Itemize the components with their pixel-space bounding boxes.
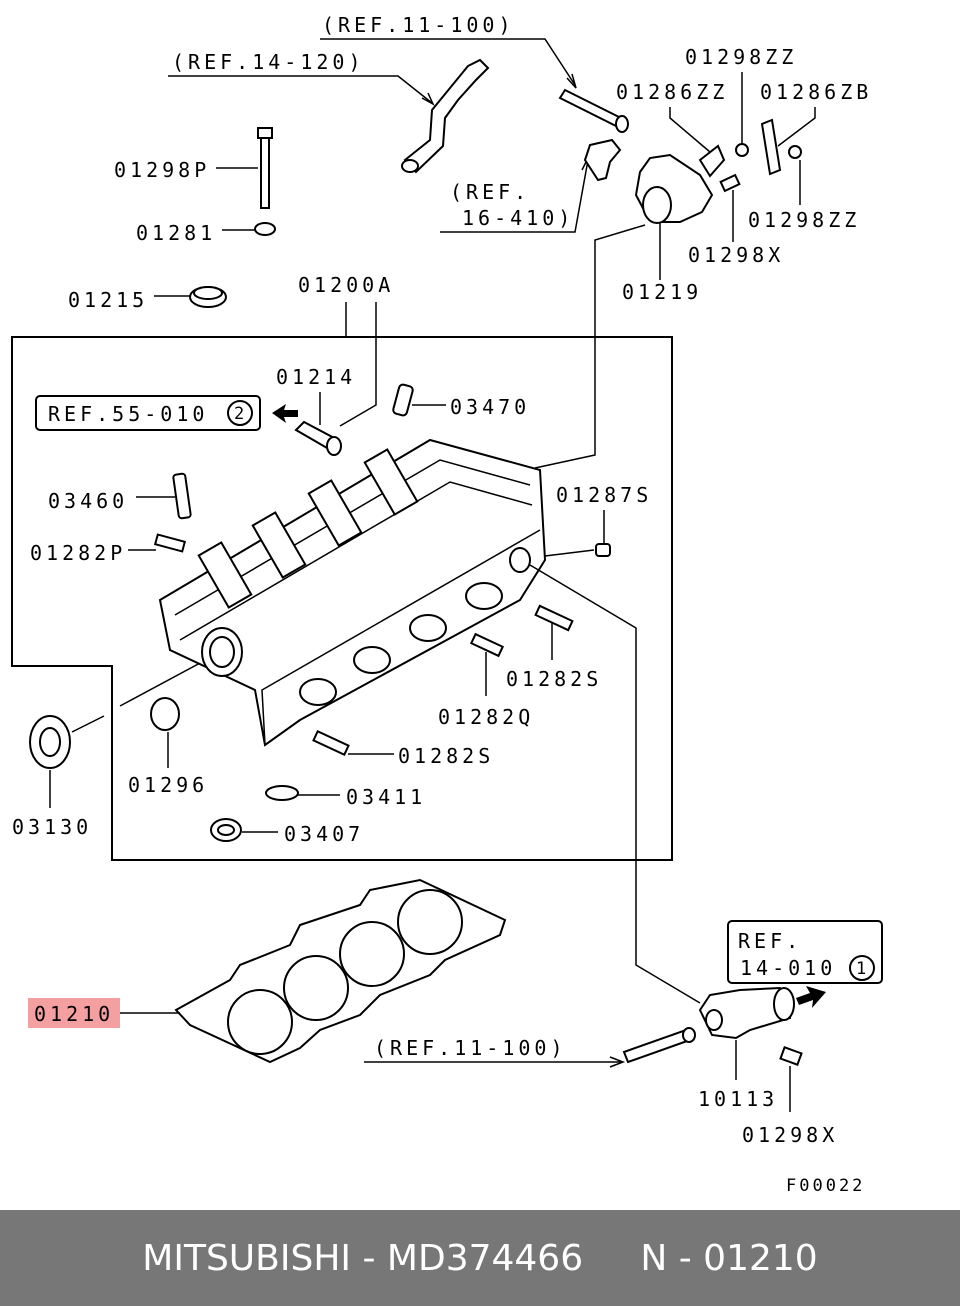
pipe-bottom [622,1028,692,1064]
leader-01219-head [534,224,646,469]
bolt-01298P-shank [260,137,270,209]
parts-diagram: (REF.11-100) (REF.14-120) 01298ZZ 01286Z… [11,13,883,1196]
sensor-01214-end [326,436,342,456]
footer-bar: MITSUBISHI - MD374466 N - 01210 [0,1210,960,1306]
footer-callout: 01210 [703,1237,818,1279]
label-01282P: 01282P [30,541,126,565]
water-inlet-port [773,987,795,1021]
ref-55-010-circle [227,400,253,426]
ref-14-010-box [727,920,883,984]
label-ref-14-010-b: 14-010 [740,956,836,980]
label-ref-16-410-a: (REF. [450,180,530,204]
footer-callout-prefix: N [640,1237,668,1279]
label-01286ZB: 01286ZB [760,80,872,104]
label-01200A: 01200A [298,273,394,297]
footer-sep-1: - [351,1237,387,1279]
fitting-ref-16-410 [583,138,622,182]
seal-01296 [150,697,180,731]
footer-brand: MITSUBISHI [142,1237,352,1279]
highlight-01210 [28,998,120,1028]
label-ref-14-010-a: REF. [738,929,802,953]
seal-03411 [265,785,299,801]
arrow-head [609,1056,626,1068]
label-01286ZZ: 01286ZZ [616,80,728,104]
label-01282S-a: 01282S [506,667,602,691]
label-01298X-top: 01298X [688,243,784,267]
label-01287S: 01287S [556,483,652,507]
leader-01286ZB [777,107,816,147]
head-gasket-01210 [174,878,507,1064]
label-01281: 01281 [136,221,216,245]
pin-03460 [172,472,192,520]
label-ref-11-100-bottom: (REF.11-100) [374,1036,567,1060]
figure-code: F00022 [786,1176,865,1196]
label-01219: 01219 [622,280,702,304]
label-ref-16-410-b: 16-410) [462,206,574,230]
stud-01282Q [469,632,505,658]
label-03470: 03470 [450,395,530,419]
label-01298X-bottom: 01298X [742,1123,838,1147]
ref-55-010-box [35,395,261,431]
cylinder-head [158,438,547,747]
label-01298P: 01298P [114,158,210,182]
label-10113: 10113 [698,1087,778,1111]
label-01298ZZ-right: 01298ZZ [748,208,860,232]
bolt-01298X-bottom [779,1046,803,1066]
stud-01282P [153,533,187,553]
seal-01215-inner [193,286,223,300]
pin-03470 [392,383,414,417]
label-01215: 01215 [68,288,148,312]
leader-01200A-hose [339,302,377,427]
footer-sep-2: - [667,1237,704,1279]
hose [403,58,490,174]
arrow-head [421,92,435,106]
label-ref-55-010: REF.55-010 [48,402,208,426]
pipe-top-end [615,115,629,133]
label-ref-14-120: (REF.14-120) [172,50,365,74]
bracket-01286ZB [760,118,782,176]
leader-head-10113 [529,564,701,1004]
leader-03130 [49,715,105,808]
label-01210: 01210 [34,1002,114,1026]
bolt-01298ZZ-top [735,143,749,157]
pipe-bottom-end [682,1027,696,1043]
stud-01282S-a [534,604,574,632]
leader-ref-14-120 [168,75,433,104]
footer-gap [583,1238,640,1279]
bolt-01298X-top [719,173,741,193]
bolt-01298P-head [257,127,273,139]
ref-14-010-circle [849,955,875,981]
label-01214: 01214 [276,365,356,389]
water-inlet-flange [705,1009,723,1031]
label-03411: 03411 [346,785,426,809]
leader-01287S [544,510,605,557]
arrow-ref-55-010 [272,404,298,423]
arrow-head [566,73,577,89]
label-03460: 03460 [48,489,128,513]
label-01282S-b: 01282S [398,744,494,768]
label-01282Q: 01282Q [438,705,534,729]
leader-ref-16-410 [440,159,589,233]
label-03407: 03407 [284,822,364,846]
assembly-box [11,336,673,861]
seal-03407-inner [217,824,235,836]
label-01298ZZ-top: 01298ZZ [685,45,797,69]
label-03130: 03130 [12,815,92,839]
plug-01287S [595,543,611,557]
stud-01282S-b [312,729,350,757]
label-ref-14-010-circle: 1 [856,959,869,979]
label-ref-11-100-top: (REF.11-100) [322,13,515,37]
seal-03130-inner [39,727,61,757]
water-outlet-port [642,186,672,224]
label-01296: 01296 [128,773,208,797]
bolt-01298ZZ-right [788,145,802,159]
leader-01286ZZ [669,107,711,153]
bracket-01286ZZ [698,144,726,178]
washer-01281 [254,222,276,236]
leader-ref-11-100-top [320,38,576,86]
hose-end [401,159,419,173]
footer-part-number: MD374466 [386,1237,584,1279]
arrow-ref-14-010 [796,986,826,1008]
label-ref-55-010-circle: 2 [234,404,247,424]
